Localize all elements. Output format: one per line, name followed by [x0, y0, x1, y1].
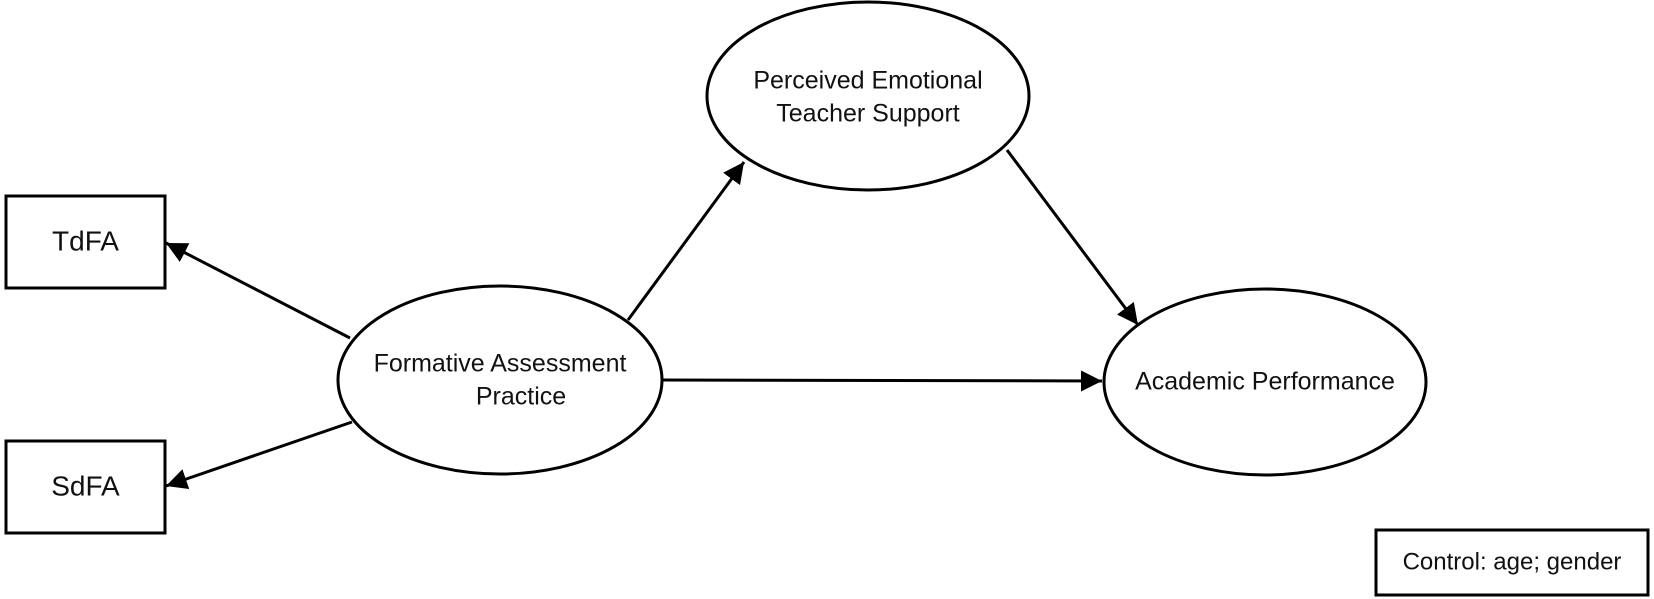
node-academic-performance: Academic Performance — [1102, 287, 1428, 477]
arrow-emotional-to-academic — [1005, 149, 1140, 326]
node-academic-label: Academic Performance — [1135, 368, 1395, 396]
node-emotional-line2: Teacher Support — [776, 100, 960, 128]
node-emotional-line1: Perceived Emotional — [753, 67, 982, 95]
node-sdfa: SdFA — [4, 439, 167, 535]
control-note-label: Control: age; gender — [1403, 548, 1622, 575]
node-tdfa: TdFA — [4, 194, 167, 290]
node-formative-line2: Practice — [476, 383, 566, 411]
arrow-formative-to-emotional — [626, 161, 746, 321]
node-tdfa-label: TdFA — [52, 225, 119, 256]
node-formative-assessment-practice: Formative Assessment Practice — [336, 284, 664, 476]
control-note: Control: age; gender — [1374, 528, 1650, 597]
arrow-formative-to-tdfa — [165, 241, 351, 340]
node-formative-line1: Formative Assessment — [374, 350, 627, 378]
arrow-formative-to-sdfa — [165, 420, 353, 490]
node-sdfa-label: SdFA — [51, 470, 120, 501]
arrow-formative-to-academic — [661, 370, 1103, 392]
node-perceived-emotional-teacher-support: Perceived Emotional Teacher Support — [705, 0, 1031, 192]
